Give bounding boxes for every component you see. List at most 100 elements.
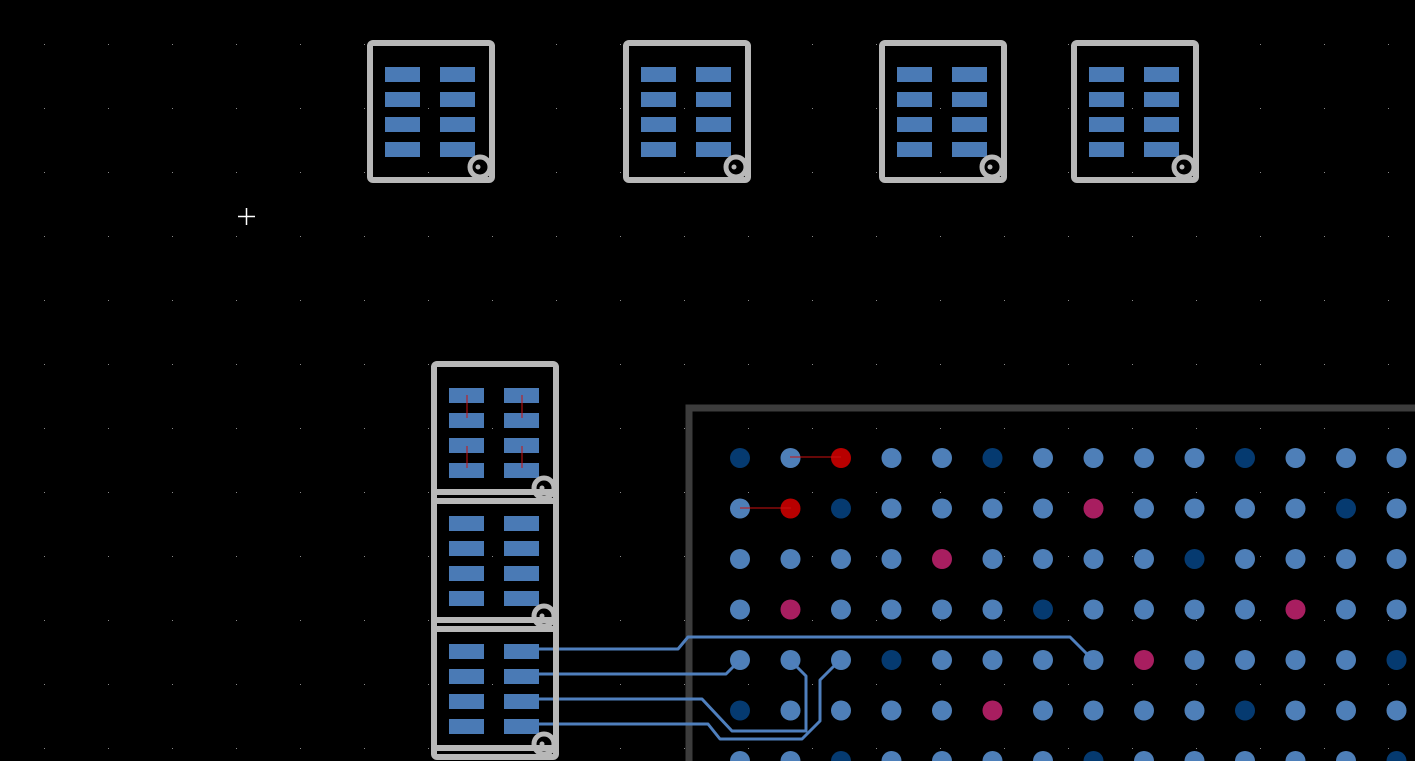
via-pad[interactable] [1083,700,1104,721]
pad[interactable] [504,669,539,684]
footprint-top-3[interactable] [879,40,1007,183]
via-pad[interactable] [730,751,750,761]
via-pad[interactable] [1235,650,1255,670]
via-pad[interactable] [1184,700,1205,721]
pad[interactable] [1144,142,1179,157]
via-pad[interactable] [1336,448,1356,468]
pad[interactable] [504,463,539,478]
via-pad[interactable] [932,448,952,468]
pad[interactable] [952,142,987,157]
pad[interactable] [440,92,475,107]
pad[interactable] [504,516,539,531]
via-pad[interactable] [982,700,1003,721]
pad[interactable] [696,67,731,82]
footprint-top-1[interactable] [367,40,495,183]
pad[interactable] [504,591,539,606]
via-pad[interactable] [831,599,851,620]
footprint-top-4[interactable] [1071,40,1199,183]
via-pad[interactable] [1235,448,1255,468]
via-pad[interactable] [1083,498,1104,519]
pad[interactable] [1144,117,1179,132]
via-pad[interactable] [1083,549,1104,569]
pad[interactable] [504,438,539,453]
via-pad[interactable] [932,751,952,761]
via-pad[interactable] [1386,751,1407,761]
via-pad[interactable] [1184,599,1205,620]
via-pad[interactable] [1235,700,1255,721]
via-pad[interactable] [1033,650,1053,670]
via-pad[interactable] [831,549,851,569]
via-pad[interactable] [1285,448,1306,468]
pad[interactable] [897,142,932,157]
pad[interactable] [449,694,484,709]
via-pad[interactable] [1285,700,1306,721]
pad[interactable] [952,117,987,132]
pad[interactable] [504,413,539,428]
pad[interactable] [696,142,731,157]
pad[interactable] [1089,92,1124,107]
via-pad[interactable] [1235,599,1255,620]
via-pad[interactable] [1083,599,1104,620]
via-pad[interactable] [932,599,952,620]
via-pad[interactable] [881,650,902,670]
via-pad[interactable] [1386,498,1407,519]
via-pad[interactable] [1134,599,1154,620]
via-pad[interactable] [1184,650,1205,670]
copper-trace[interactable] [520,635,1094,661]
pad[interactable] [641,67,676,82]
via-pad[interactable] [1386,448,1407,468]
via-pad[interactable] [1285,549,1306,569]
pad[interactable] [641,142,676,157]
via-pad[interactable] [730,549,750,569]
via-pad[interactable] [881,700,902,721]
pad[interactable] [1089,67,1124,82]
pad[interactable] [385,67,420,82]
via-pad[interactable] [780,751,801,761]
via-pad[interactable] [1184,751,1205,761]
pad[interactable] [449,413,484,428]
via-pad[interactable] [1386,599,1407,620]
via-pad[interactable] [1033,549,1053,569]
via-pad[interactable] [1033,599,1053,620]
via-pad[interactable] [730,599,750,620]
pad[interactable] [440,117,475,132]
pad[interactable] [440,67,475,82]
via-array[interactable] [730,448,1407,761]
via-pad[interactable] [1033,751,1053,761]
via-pad[interactable] [1134,700,1154,721]
footprint-stack-2[interactable] [431,489,559,632]
pad[interactable] [449,719,484,734]
pad[interactable] [449,438,484,453]
pad[interactable] [504,694,539,709]
pad[interactable] [385,92,420,107]
pad[interactable] [504,541,539,556]
via-pad[interactable] [881,599,902,620]
via-pad[interactable] [1134,751,1154,761]
pad[interactable] [641,92,676,107]
via-pad[interactable] [1336,700,1356,721]
via-pad[interactable] [831,700,851,721]
via-pad[interactable] [932,549,952,569]
via-pad[interactable] [1235,498,1255,519]
via-pad[interactable] [780,700,801,721]
via-pad[interactable] [1184,498,1205,519]
pad[interactable] [504,719,539,734]
via-pad[interactable] [1033,498,1053,519]
via-pad[interactable] [1134,448,1154,468]
via-pad[interactable] [1235,751,1255,761]
via-pad[interactable] [831,498,851,519]
via-pad[interactable] [982,599,1003,620]
via-pad[interactable] [1336,549,1356,569]
pad[interactable] [449,644,484,659]
pad[interactable] [504,644,539,659]
via-pad[interactable] [932,498,952,519]
via-pad[interactable] [1184,448,1205,468]
via-pad[interactable] [881,751,902,761]
via-pad[interactable] [1083,448,1104,468]
pad[interactable] [385,142,420,157]
via-pad[interactable] [982,549,1003,569]
via-pad[interactable] [982,498,1003,519]
via-pad[interactable] [932,700,952,721]
pad[interactable] [449,591,484,606]
